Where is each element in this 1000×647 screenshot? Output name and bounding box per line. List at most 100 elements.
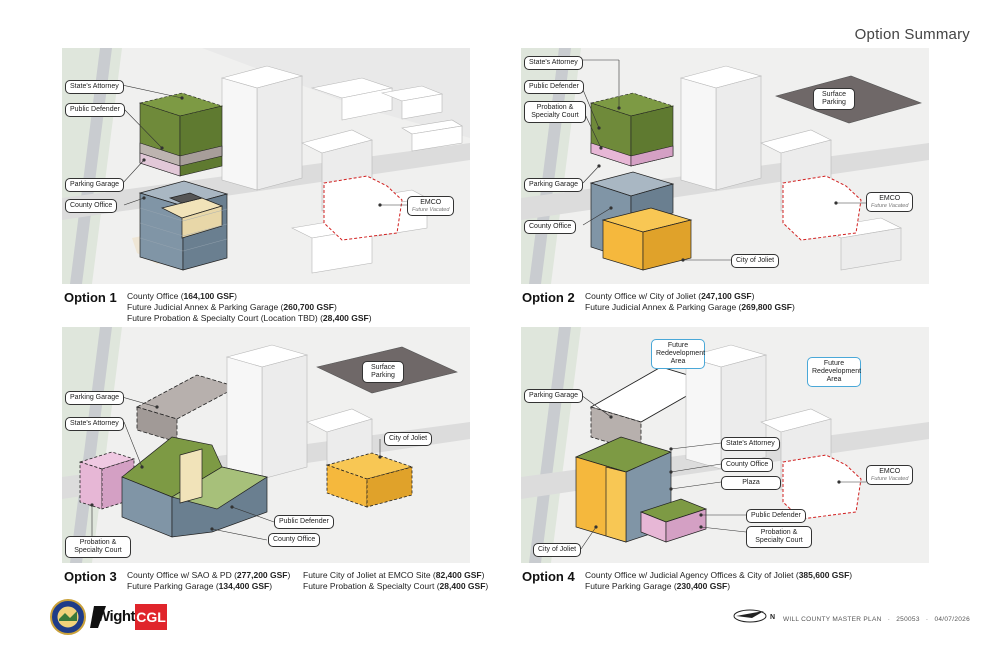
option-3-line-2: Future Parking Garage (134,400 GSF) [127, 581, 272, 591]
option-3-line-3: Future City of Joliet at EMCO Site (82,4… [303, 570, 484, 580]
option-3-line-2-end: ) [269, 581, 273, 591]
north-arrow-icon: N [732, 606, 778, 626]
option-2-line-1-value: 247,100 GSF [701, 291, 752, 301]
option-3-line-3-text: Future City of Joliet at EMCO Site ( [303, 570, 436, 580]
cgl-logo: CGL [135, 604, 167, 630]
option-4-massing [521, 327, 929, 563]
label-county-office: County Office [524, 220, 577, 234]
label-emco: EMCO Future Vacated [407, 196, 455, 216]
page-title: Option Summary [854, 26, 970, 43]
option-2-diagram: State's Attorney Public Defender Probati… [521, 48, 929, 284]
label-county-office: County Office [268, 533, 321, 547]
option-3-line-3-value: 82,400 GSF [435, 570, 482, 580]
option-1-line-1: County Office (164,100 GSF) [127, 291, 237, 301]
option-2-line-2-value: 269,800 GSF [741, 302, 792, 312]
option-2-line-1-end: ) [751, 291, 755, 301]
option-3-line-3-end: ) [481, 570, 485, 580]
label-public-defender: Public Defender [746, 509, 806, 523]
option-4-line-1-text: County Office w/ Judicial Agency Offices… [585, 570, 799, 580]
option-2-line-2-text: Future Judicial Annex & Parking Garage ( [585, 302, 742, 312]
label-emco: EMCO Future Vacated [866, 465, 914, 485]
option-2-title: Option 2 [522, 290, 575, 305]
label-parking-garage: Parking Garage [524, 178, 584, 192]
label-city-of-joliet: City of Joliet [533, 543, 582, 557]
label-public-defender: Public Defender [65, 103, 125, 117]
option-4-line-1-end: ) [849, 570, 853, 580]
label-probation: Probation & Specialty Court [65, 536, 131, 558]
option-3-line-1: County Office w/ SAO & PD (277,200 GSF) [127, 570, 290, 580]
option-3-line-2-text: Future Parking Garage ( [127, 581, 219, 591]
option-1-line-1-value: 164,100 GSF [183, 291, 235, 301]
label-emco-name: EMCO [879, 468, 901, 475]
label-future-redevelopment-1: Future Redevelopment Area [651, 339, 705, 369]
label-parking-garage: Parking Garage [65, 391, 125, 405]
option-2-line-1-text: County Office w/ City of Joliet ( [585, 291, 702, 301]
label-emco-sub: Future Vacated [871, 476, 909, 482]
option-4-line-2-text: Future Parking Garage ( [585, 581, 677, 591]
option-3-line-4-value: 28,400 GSF [439, 581, 486, 591]
option-1-line-2: Future Judicial Annex & Parking Garage (… [127, 302, 337, 312]
label-emco-sub: Future Vacated [871, 203, 909, 209]
option-4-line-2-end: ) [727, 581, 731, 591]
option-3-line-1-text: County Office w/ SAO & PD ( [127, 570, 237, 580]
option-3-line-4: Future Probation & Specialty Court (28,4… [303, 581, 488, 591]
footer-date: 04/07/2026 [934, 616, 970, 623]
option-3-diagram: Parking Garage State's Attorney Probatio… [62, 327, 470, 563]
label-surface-parking: Surface Parking [813, 88, 855, 110]
option-3-line-4-end: ) [485, 581, 489, 591]
footer-project-number: 250053 [896, 616, 920, 623]
wight-logo: Wight [90, 604, 136, 630]
label-city-of-joliet: City of Joliet [731, 254, 780, 268]
footer-project-name: WILL COUNTY MASTER PLAN [782, 616, 882, 623]
option-4-line-1-value: 385,600 GSF [798, 570, 850, 580]
label-states-attorney: State's Attorney [65, 80, 124, 94]
label-surface-parking: Surface Parking [362, 361, 404, 383]
option-1-line-1-text: County Office ( [127, 291, 184, 301]
label-emco-sub: Future Vacated [412, 207, 450, 213]
will-county-seal-logo [50, 599, 86, 635]
option-3-line-4-text: Future Probation & Specialty Court ( [303, 581, 440, 591]
option-4-diagram: Future Redevelopment Area Future Redevel… [521, 327, 929, 563]
label-public-defender: Public Defender [524, 80, 584, 94]
label-future-redevelopment-2: Future Redevelopment Area [807, 357, 861, 387]
option-1-line-2-end: ) [333, 302, 337, 312]
label-city-of-joliet: City of Joliet [384, 432, 433, 446]
option-1-line-2-value: 260,700 GSF [283, 302, 334, 312]
option-3-massing [62, 327, 470, 563]
label-county-office: County Office [65, 199, 118, 213]
option-1-line-3: Future Probation & Specialty Court (Loca… [127, 313, 372, 323]
label-emco-name: EMCO [879, 195, 901, 202]
label-states-attorney: State's Attorney [721, 437, 780, 451]
option-1-line-1-end: ) [234, 291, 237, 301]
option-1-line-2-text: Future Judicial Annex & Parking Garage ( [127, 302, 284, 312]
label-county-office: County Office [721, 458, 774, 472]
option-3-line-2-value: 134,400 GSF [218, 581, 270, 591]
option-3-line-1-end: ) [287, 570, 291, 580]
label-plaza: Plaza [721, 476, 781, 490]
option-2-line-2: Future Judicial Annex & Parking Garage (… [585, 302, 795, 312]
option-4-line-2-value: 230,400 GSF [676, 581, 728, 591]
option-2-line-1: County Office w/ City of Joliet (247,100… [585, 291, 754, 301]
option-4-title: Option 4 [522, 569, 575, 584]
wight-logo-text: Wight [96, 608, 136, 625]
option-4-line-1: County Office w/ Judicial Agency Offices… [585, 570, 852, 580]
option-1-line-3-value: 28,400 GSF [322, 313, 369, 323]
label-parking-garage: Parking Garage [524, 389, 584, 403]
label-states-attorney: State's Attorney [524, 56, 583, 70]
label-emco-name: EMCO [420, 199, 442, 206]
label-states-attorney: State's Attorney [65, 417, 124, 431]
option-1-line-3-end: ) [368, 313, 372, 323]
option-1-diagram: State's Attorney Public Defender Parking… [62, 48, 470, 284]
option-1-massing [62, 48, 470, 284]
north-label: N [770, 614, 776, 621]
option-3-title: Option 3 [64, 569, 117, 584]
option-1-title: Option 1 [64, 290, 117, 305]
label-probation: Probation & Specialty Court [746, 526, 812, 548]
option-3-line-1-value: 277,200 GSF [236, 570, 288, 580]
label-emco: EMCO Future Vacated [866, 192, 914, 212]
option-4-line-2: Future Parking Garage (230,400 GSF) [585, 581, 730, 591]
option-1-line-3-text: Future Probation & Specialty Court (Loca… [127, 313, 323, 323]
label-probation: Probation & Specialty Court [524, 101, 586, 123]
label-parking-garage: Parking Garage [65, 178, 125, 192]
option-2-line-2-end: ) [791, 302, 795, 312]
